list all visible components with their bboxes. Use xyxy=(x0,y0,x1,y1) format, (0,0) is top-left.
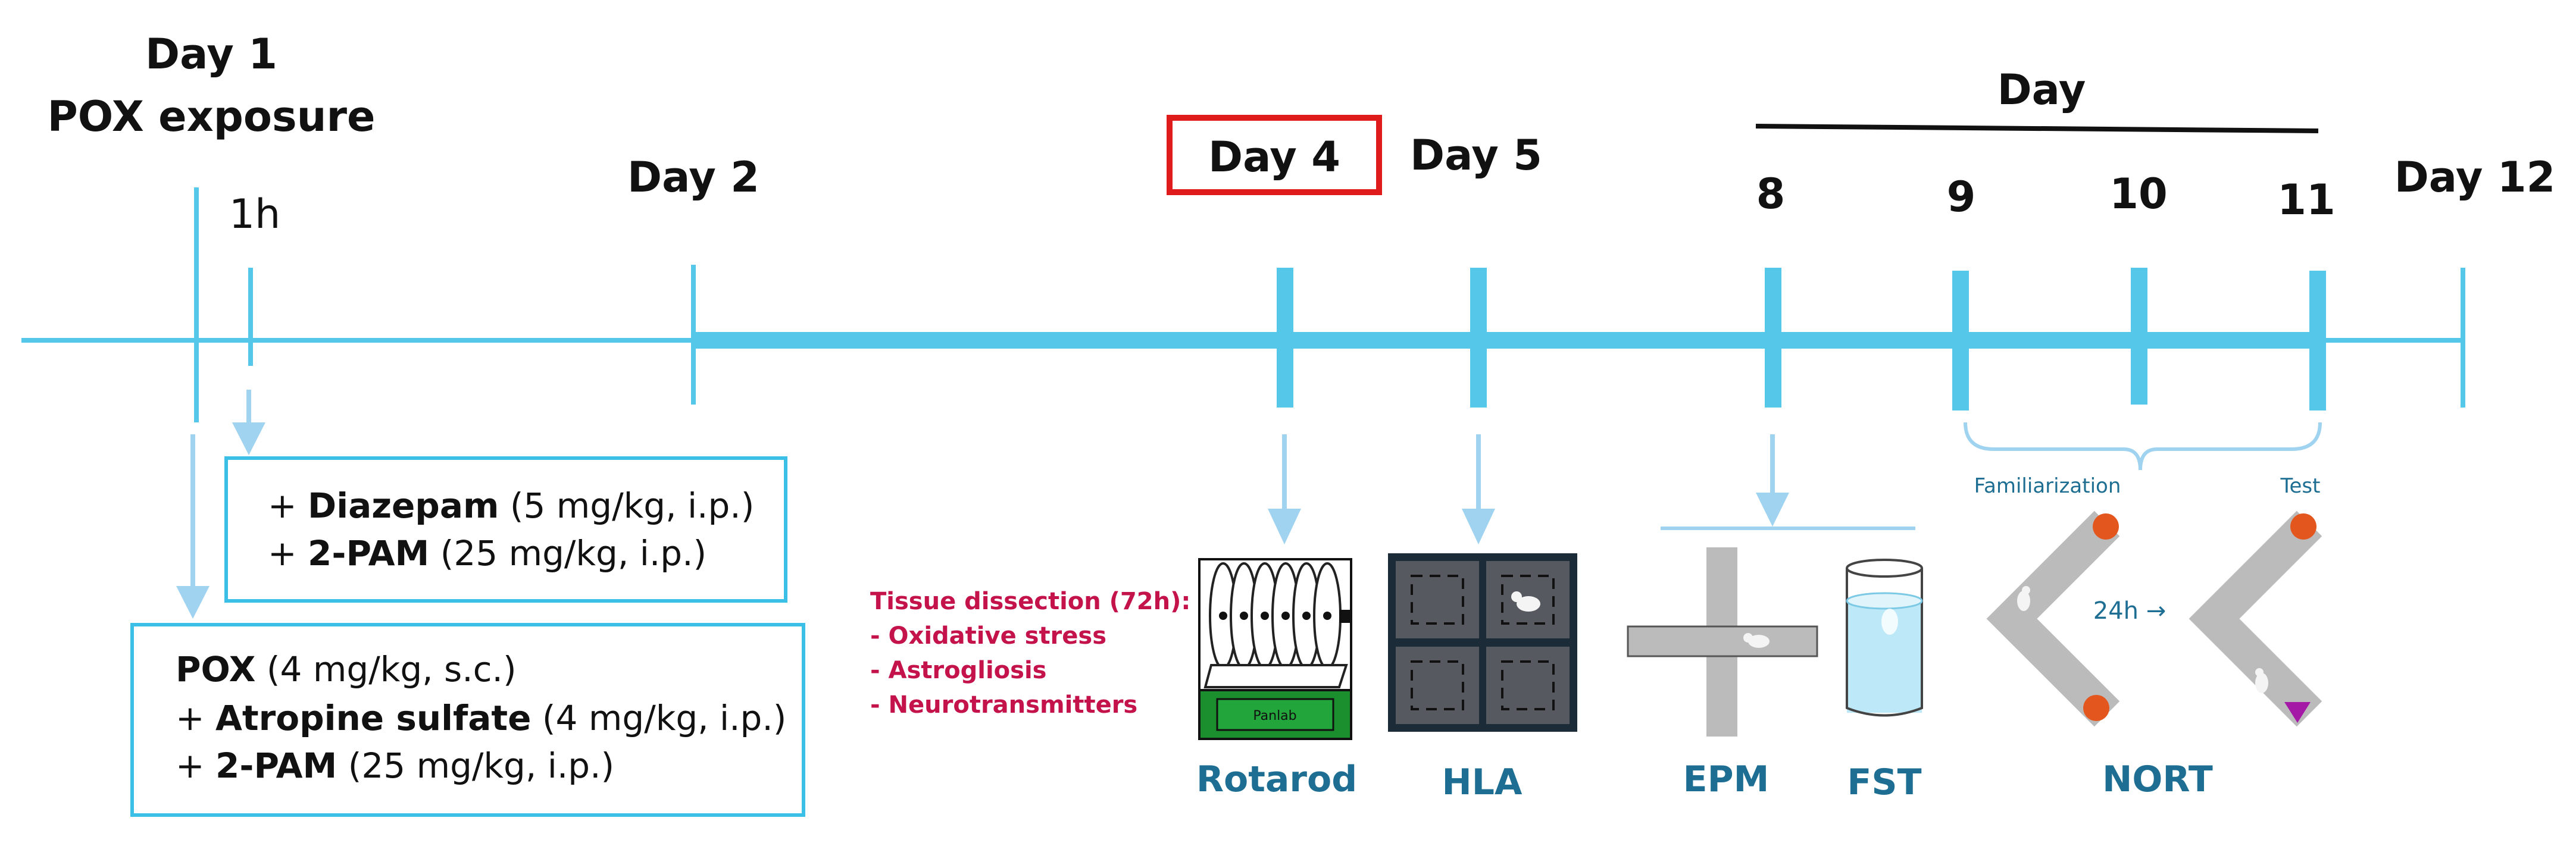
label-familiarization: Familiarization xyxy=(1974,474,2121,498)
label-nort: NORT xyxy=(2102,759,2213,800)
treatment-day1-line1: POX (4 mg/kg, s.c.) xyxy=(176,649,517,690)
down-arrow-icon xyxy=(1268,434,1301,544)
tissue-item: - Astrogliosis xyxy=(870,657,1046,684)
label-day9: 9 xyxy=(1947,173,1976,221)
label-day8: 8 xyxy=(1756,170,1786,218)
label-day4: Day 4 xyxy=(1208,133,1340,181)
label-1h: 1h xyxy=(229,191,280,238)
label-interval: 24h → xyxy=(2093,597,2166,625)
nort-brace xyxy=(1964,422,2322,471)
v-maze-icon xyxy=(2189,510,2322,727)
tick-day10 xyxy=(2131,268,2147,405)
tissue-dissection: Tissue dissection (72h): - Oxidative str… xyxy=(870,588,1190,719)
open-field-icon xyxy=(1388,553,1577,732)
label-epm: EPM xyxy=(1683,759,1770,800)
tissue-item: - Neurotransmitters xyxy=(870,691,1137,719)
treatment-box-1h: + Diazepam (5 mg/kg, i.p.) + 2-PAM (25 m… xyxy=(224,456,787,603)
label-day11: 11 xyxy=(2277,176,2335,224)
elevated-plus-maze-icon xyxy=(1627,547,1818,737)
down-arrow-icon xyxy=(176,434,210,619)
tissue-item: - Oxidative stress xyxy=(870,622,1106,650)
label-day2: Day 2 xyxy=(627,153,759,202)
label-rotarod: Rotarod xyxy=(1196,759,1357,800)
day4-highlight-box xyxy=(1167,115,1382,195)
tick-day11 xyxy=(2309,271,2326,411)
label-day1: Day 1 xyxy=(145,30,277,79)
mouse-icon xyxy=(1511,591,1540,612)
v-maze-icon xyxy=(1986,510,2120,727)
mouse-icon xyxy=(1743,633,1770,648)
rotarod-icon: Panlab xyxy=(1198,558,1352,740)
treatment-day1-line3: + 2-PAM (25 mg/kg, i.p.) xyxy=(176,745,614,786)
timeline-thick-bar xyxy=(693,332,2318,349)
label-day12: Day 12 xyxy=(2394,153,2556,202)
down-arrow-icon xyxy=(232,390,265,455)
tick-day4 xyxy=(1277,268,1293,408)
label-day-header: Day xyxy=(1997,65,2086,114)
treatment-1h-line1: + Diazepam (5 mg/kg, i.p.) xyxy=(268,485,754,526)
mouse-icon xyxy=(2255,668,2268,693)
tick-day9 xyxy=(1952,271,1969,411)
arrows xyxy=(176,390,1789,619)
water-cylinder-icon xyxy=(1846,559,1923,717)
down-arrow-icon xyxy=(1756,434,1789,527)
mouse-icon xyxy=(2017,586,2030,611)
label-day10: 10 xyxy=(2109,170,2167,218)
label-test: Test xyxy=(2280,474,2321,498)
mouse-icon xyxy=(1881,609,1898,635)
timeline xyxy=(21,187,2465,422)
label-pox-exposure: POX exposure xyxy=(48,92,376,141)
treatment-1h-line2: + 2-PAM (25 mg/kg, i.p.) xyxy=(268,533,706,574)
label-fst: FST xyxy=(1847,762,1921,803)
down-arrow-icon xyxy=(1462,434,1495,544)
tick-day8 xyxy=(1765,268,1781,408)
label-day5: Day 5 xyxy=(1410,131,1542,180)
treatment-day1-line2: + Atropine sulfate (4 mg/kg, i.p.) xyxy=(176,698,786,738)
rotarod-brand: Panlab xyxy=(1253,709,1296,723)
treatment-box-day1: POX (4 mg/kg, s.c.) + Atropine sulfate (… xyxy=(130,623,805,817)
tick-day5 xyxy=(1470,268,1487,408)
day-labels: Day 1 POX exposure 1h Day 2 Day 4 Day 5 … xyxy=(48,30,2556,238)
label-hla: HLA xyxy=(1442,762,1523,803)
day-header-rule xyxy=(1755,124,2319,133)
tissue-title: Tissue dissection (72h): xyxy=(870,588,1190,615)
